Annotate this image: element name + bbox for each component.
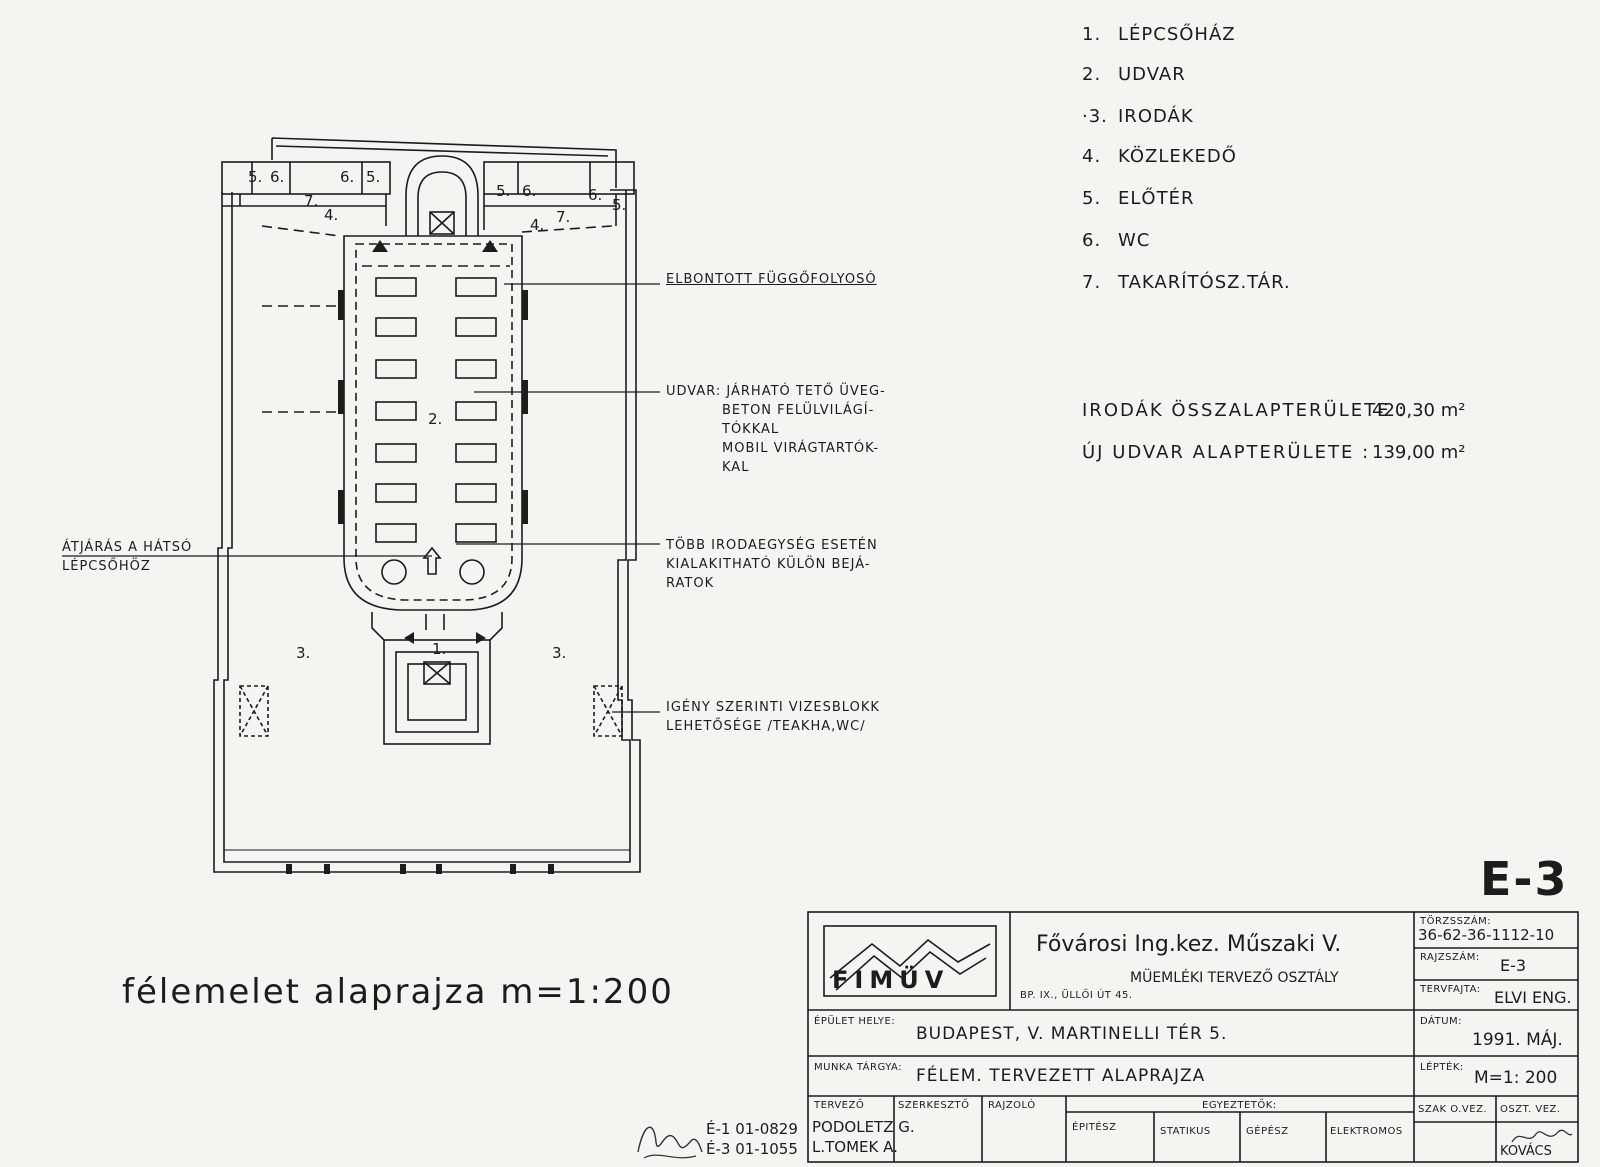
room-label-7: 7. [304,192,319,210]
title-block-frame [807,911,1579,1163]
szerkeszto-label: SZERKESZTŐ [898,1100,970,1111]
torzsszam-label: TÖRZSSZÁM: [1420,916,1492,927]
room-label-5: 5. [612,196,627,214]
room-label-5: 5. [248,168,263,186]
room-label-courtyard: 2. [428,410,443,428]
room-label-6: 6. [522,182,537,200]
company-name: Fővárosi Ing.kez. Műszaki V. [1036,932,1342,957]
oszt-label: OSZT. VEZ. [1500,1104,1561,1115]
drawing-caption: félemelet alaprajza m=1:200 [122,972,674,1012]
legend-item: 4.KÖZLEKEDŐ [1082,146,1237,167]
munka-label: MUNKA TÁRGYA: [814,1062,903,1073]
room-label-7: 7. [556,208,571,226]
fimuv-logo-box [823,925,997,997]
room-label-6: 6. [588,186,603,204]
building-outer-wall [213,189,641,873]
reference-number: É-1 01-0829 [706,1120,798,1138]
munka-value: FÉLEM. TERVEZETT ALAPRAJZA [916,1066,1206,1086]
offices-area-stat: IRODÁK ÖSSZALAPTERÜLETE :420,30 m² [1082,400,1466,421]
room-label-5: 5. [366,168,381,186]
room-label-4: 4. [530,216,545,234]
rajzolo-label: RAJZOLÓ [988,1100,1036,1111]
tervfajta-value: ELVI ENG. [1494,988,1572,1007]
legend-item: 7.TAKARÍTÓSZ.TÁR. [1082,272,1291,293]
main-stair [383,639,491,745]
room-label-stair: 1. [432,640,447,658]
legend-item: ·3.IRODÁK [1082,106,1194,127]
fimuv-logo-text: FIMÜV [832,966,950,994]
epulet-label: ÉPÜLET HELYE: [814,1016,896,1027]
datum-value: 1991. MÁJ. [1472,1030,1563,1050]
handwritten-signature [637,1126,703,1159]
room-label-6: 6. [340,168,355,186]
annotation-courtyard: UDVAR: JÁRHATÓ TETŐ ÜVEG- BETON FELÜLVIL… [666,384,886,475]
courtyard-outline [343,235,523,611]
egyeztetok-label: EGYEZTETŐK: [1202,1100,1277,1111]
oszt-vez-name: KOVÁCS [1500,1144,1552,1159]
legend-item: 5.ELŐTÉR [1082,188,1195,209]
legend-item: 1.LÉPCSŐHÁZ [1082,24,1236,45]
szak-label: SZAK O.VEZ. [1418,1104,1488,1115]
annotation-entrances: TÖBB IRODAEGYSÉG ESETÉN KIALAKITHATÓ KÜL… [666,538,878,591]
left-wc-block [221,161,391,195]
epitesz-label: ÉPITÉSZ [1072,1122,1117,1133]
elektromos-label: ELEKTROMOS [1330,1126,1403,1137]
leptek-value: M=1: 200 [1474,1068,1558,1088]
datum-label: DÁTUM: [1420,1016,1463,1027]
handwritten-signature [1511,1129,1573,1143]
company-address: BP. IX., ÜLLŐI ÚT 45. [1020,990,1133,1001]
room-label-office-left: 3. [296,644,311,662]
rajzszam-label: RAJZSZÁM: [1420,952,1480,963]
room-label-4: 4. [324,206,339,224]
right-wc-block [483,161,635,195]
torzsszam-value: 36-62-36-1112-10 [1418,926,1555,944]
annotation-passage: ÁTJÁRÁS A HÁTSÓ LÉPCSŐHÖZ [62,540,193,574]
statikus-label: STATIKUS [1160,1126,1211,1137]
legend-item: 2.UDVAR [1082,64,1186,85]
glass-skylights [375,277,497,543]
tervezo-label: TERVEZŐ [814,1100,865,1111]
room-label-6: 6. [270,168,285,186]
leptek-label: LÉPTÉK: [1420,1062,1464,1073]
designer-name: L.TOMEK A. [812,1138,898,1156]
back-stair [405,155,479,236]
room-label-office-right: 3. [552,644,567,662]
rajzszam-value: E-3 [1500,956,1527,975]
department-name: MÜEMLÉKI TERVEZŐ OSZTÁLY [1130,970,1339,986]
sheet-code: E-3 [1480,852,1569,906]
designer-name: PODOLETZ G. [812,1118,915,1136]
reference-number: É-3 01-1055 [706,1140,798,1158]
tervfajta-label: TERVFAJTA: [1420,984,1481,995]
room-label-5: 5. [496,182,511,200]
legend-item: 6.WC [1082,230,1151,251]
courtyard-area-stat: ÚJ UDVAR ALAPTERÜLETE :139,00 m² [1082,442,1466,463]
epulet-value: BUDAPEST, V. MARTINELLI TÉR 5. [916,1024,1228,1044]
gepesz-label: GÉPÉSZ [1246,1126,1289,1137]
annotation-removed-corridor: ELBONTOTT FÜGGŐFOLYOSÓ [666,272,877,287]
top-wing-outline [271,137,617,188]
annotation-wet-block: IGÉNY SZERINTI VIZESBLOKK LEHETŐSÉGE /TE… [666,700,880,734]
